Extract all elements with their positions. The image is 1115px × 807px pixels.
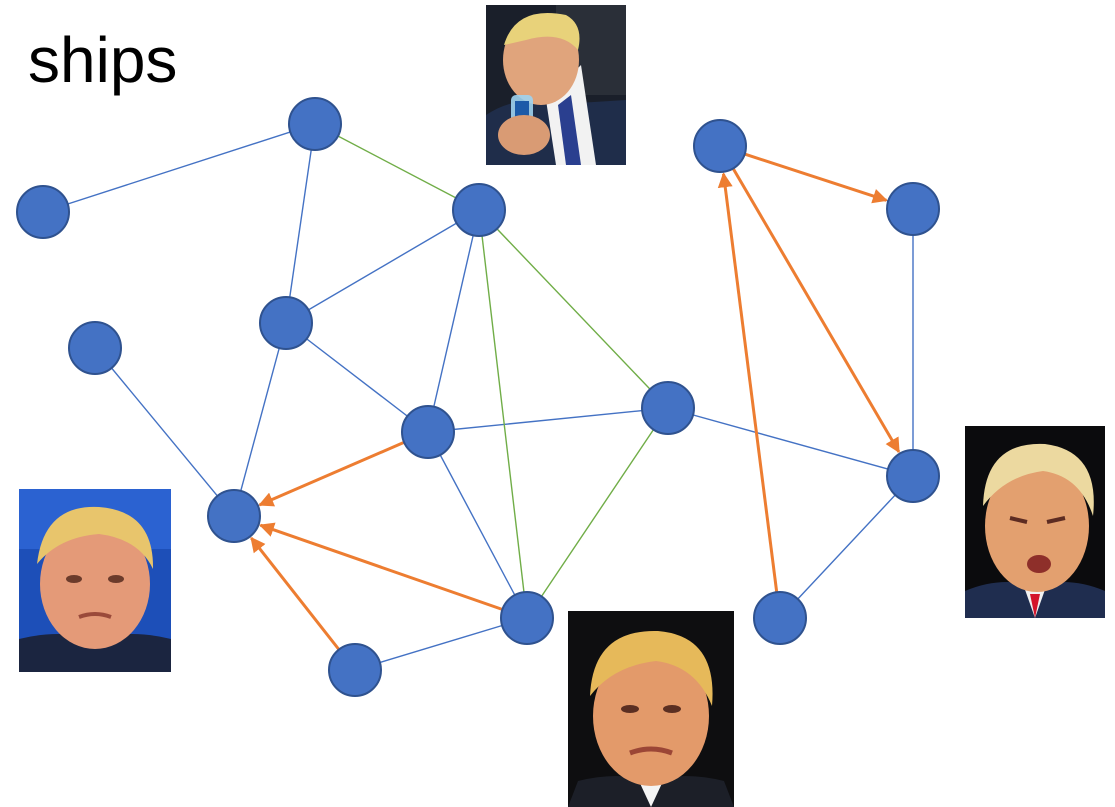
graph-node-n5 [259, 296, 313, 350]
graph-edge-n3-n5 [285, 209, 480, 324]
orange-arrow-n6-n8 [258, 440, 407, 507]
photo-right-squinting [965, 426, 1105, 618]
graph-edge-n5-n8 [233, 322, 287, 517]
graph-node-n10 [886, 182, 940, 236]
orange-arrow-n13-n8 [259, 522, 505, 612]
graph-edge-n1-n2 [42, 123, 316, 213]
graph-edge-green-n3-n7 [478, 209, 669, 409]
graph-edge-n2-n5 [285, 123, 316, 324]
graph-node-n3 [452, 183, 506, 237]
graph-node-n8 [207, 489, 261, 543]
graph-edge-n3-n6 [427, 209, 480, 433]
orange-arrow-n9-n11 [730, 165, 901, 454]
graph-node-n15 [753, 591, 807, 645]
graph-node-n9 [693, 119, 747, 173]
graph-node-n1 [16, 185, 70, 239]
graph-edge-n6-n13 [427, 431, 528, 619]
graph-node-n6 [401, 405, 455, 459]
graph-edge-n6-n7 [427, 407, 669, 433]
orange-arrow-n15-n9 [717, 172, 779, 595]
graph-node-n2 [288, 97, 342, 151]
graph-edge-green-n2-n3 [314, 123, 480, 211]
photo-top-drinking-water [486, 5, 626, 165]
graph-edge-n5-n6 [285, 322, 429, 433]
graph-node-n13 [500, 591, 554, 645]
graph-node-n11 [886, 449, 940, 503]
orange-arrow-n14-n8 [250, 536, 342, 653]
graph-node-n7 [641, 381, 695, 435]
graph-edge-n7-n11 [667, 407, 914, 477]
photo-bottom-smirking [568, 611, 734, 807]
photo-left-frowning [19, 489, 171, 672]
graph-edge-green-n7-n13 [526, 407, 669, 619]
graph-edge-green-n3-n13 [478, 209, 528, 619]
orange-arrow-n9-n10 [742, 152, 888, 204]
graph-node-n14 [328, 643, 382, 697]
graph-edge-n13-n14 [354, 617, 528, 671]
graph-edge-n11-n15 [779, 475, 914, 619]
graph-node-n4 [68, 321, 122, 375]
slide-title-fragment: ships [28, 24, 178, 96]
graph-edge-n4-n8 [94, 347, 235, 517]
